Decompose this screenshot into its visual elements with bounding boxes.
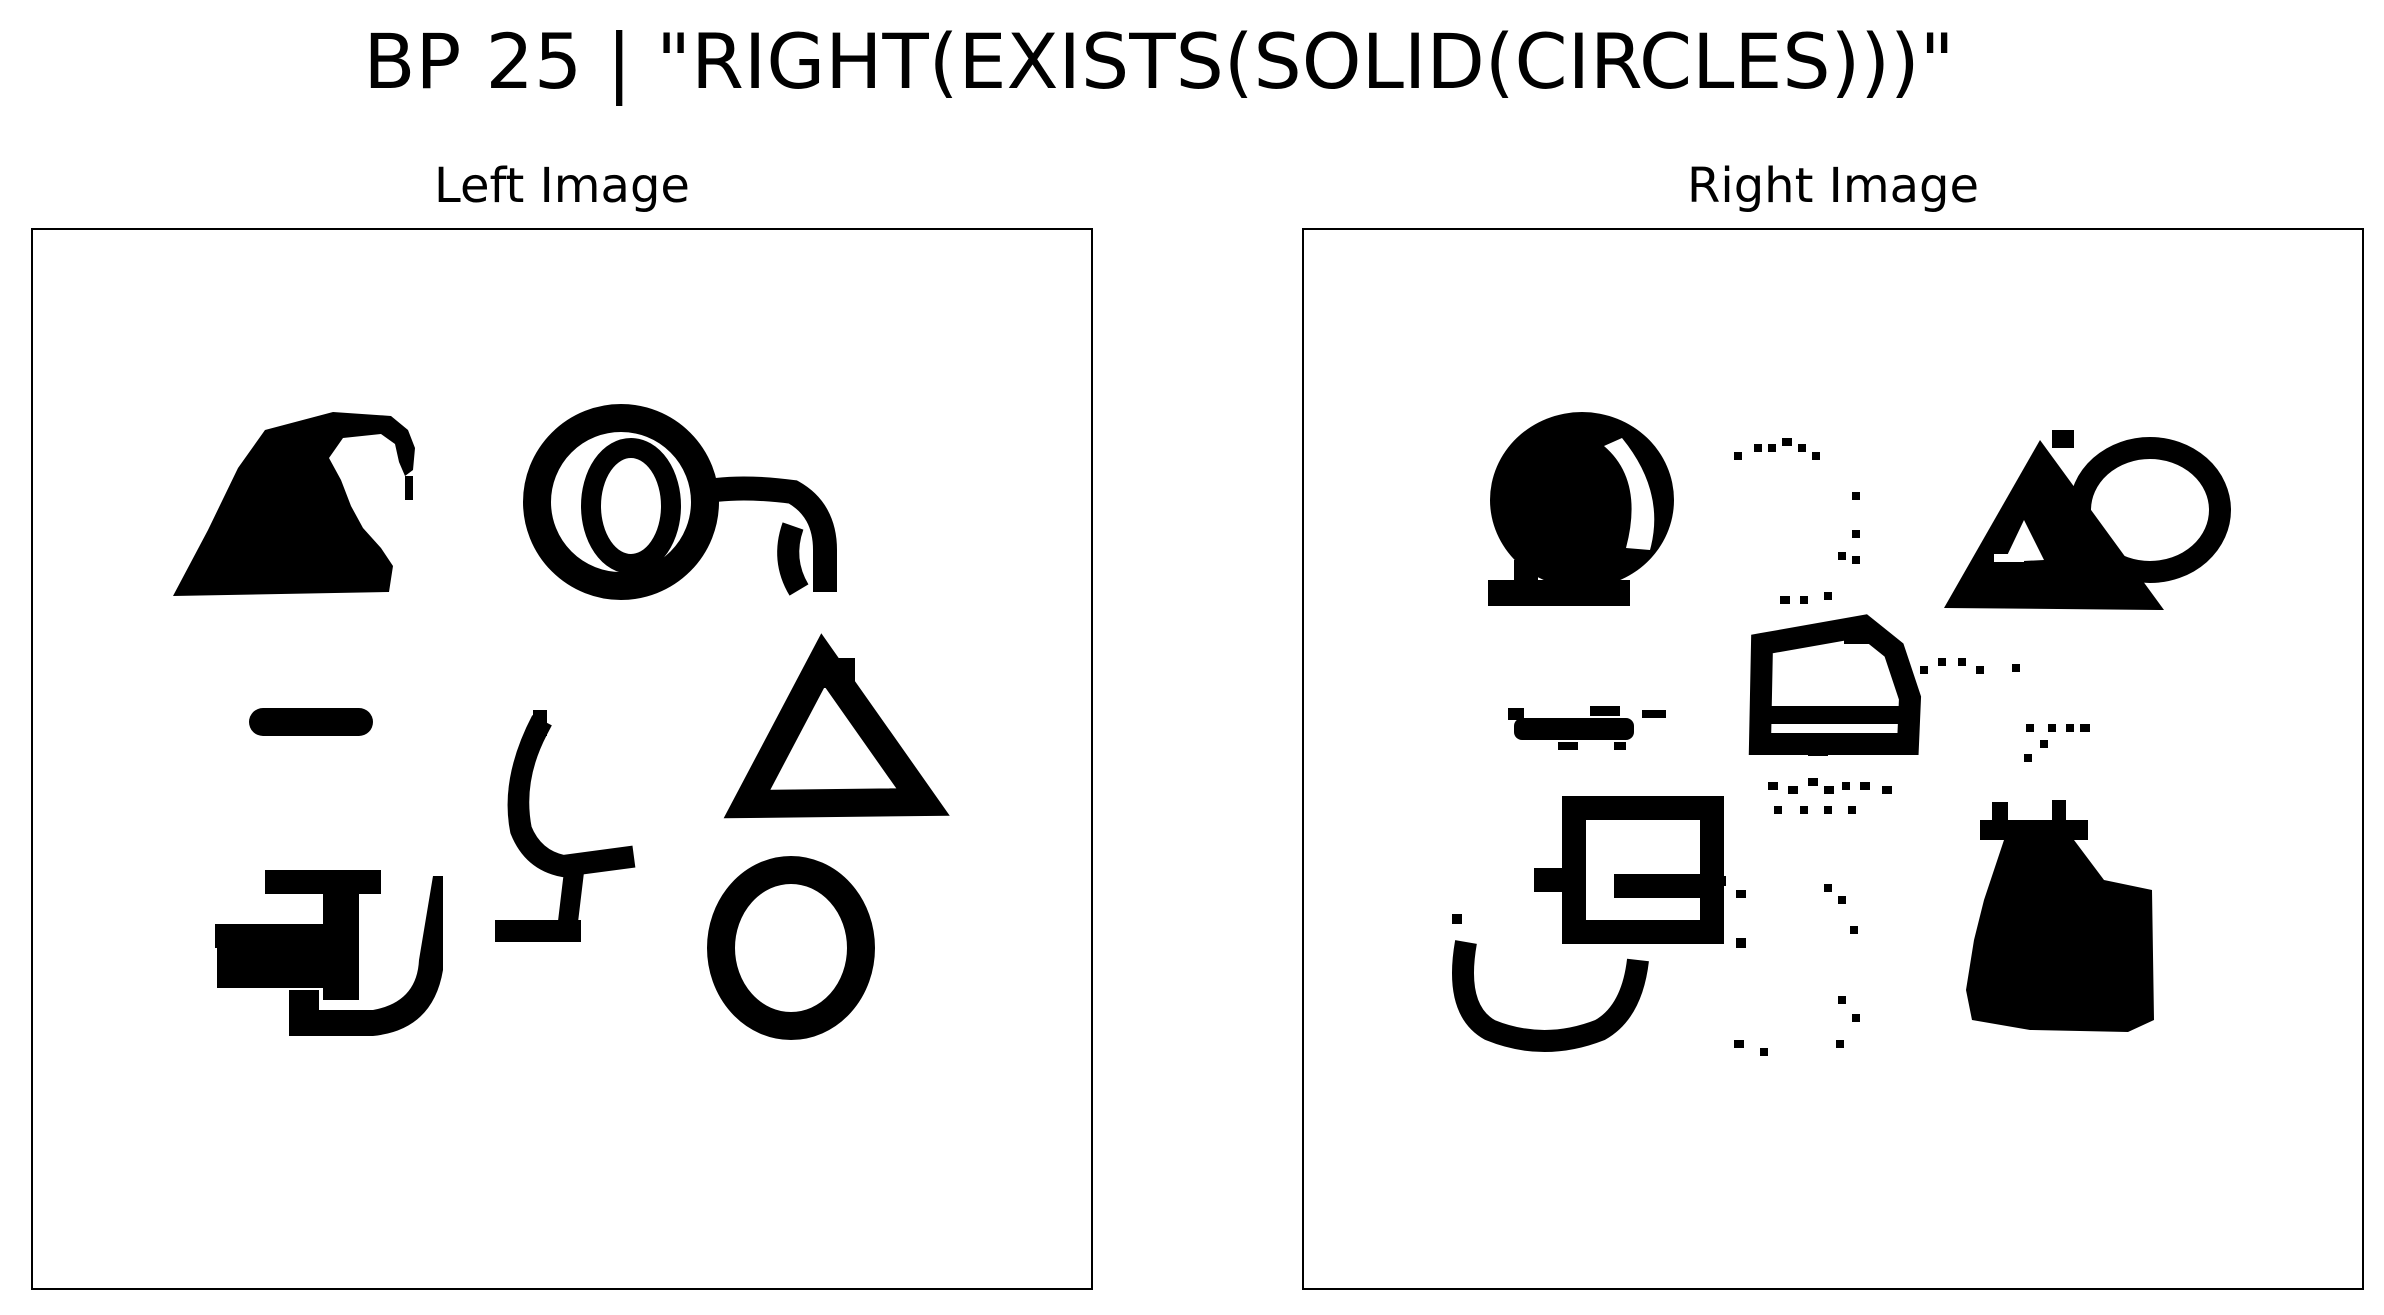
scattered-dots-shape bbox=[1734, 884, 1860, 1056]
noisy-triangle-with-ring-shape bbox=[1944, 430, 2231, 610]
composite-block-shape bbox=[215, 870, 443, 1036]
solid-circle-shape bbox=[1488, 412, 1674, 606]
outlined-square-with-tail-shape bbox=[1452, 796, 1746, 1052]
left-image-canvas bbox=[173, 404, 950, 1040]
outlined-circle-with-loop-shape bbox=[523, 404, 837, 600]
left-panel-title: Left Image bbox=[434, 158, 690, 214]
right-image-canvas bbox=[1452, 412, 2231, 1056]
solid-triangle-with-hook-shape bbox=[173, 412, 415, 596]
solid-bell-shape bbox=[1966, 800, 2154, 1032]
outlined-dome-shape bbox=[1748, 614, 1922, 756]
dotted-outline-shape bbox=[1734, 438, 2020, 674]
right-image-panel bbox=[1302, 228, 2364, 1290]
curved-stroke-shape bbox=[495, 710, 636, 942]
left-image-panel bbox=[31, 228, 1093, 1290]
short-bar-shape bbox=[249, 708, 373, 736]
noisy-bar-shape bbox=[1508, 706, 1666, 750]
outlined-triangle-shape bbox=[723, 633, 950, 819]
outlined-circle-shape bbox=[707, 856, 875, 1040]
right-panel-title: Right Image bbox=[1687, 158, 1979, 214]
noise-dots-shape bbox=[1768, 724, 2090, 814]
figure-title: BP 25 | "RIGHT(EXISTS(SOLID(CIRCLES)))" bbox=[363, 17, 1955, 106]
